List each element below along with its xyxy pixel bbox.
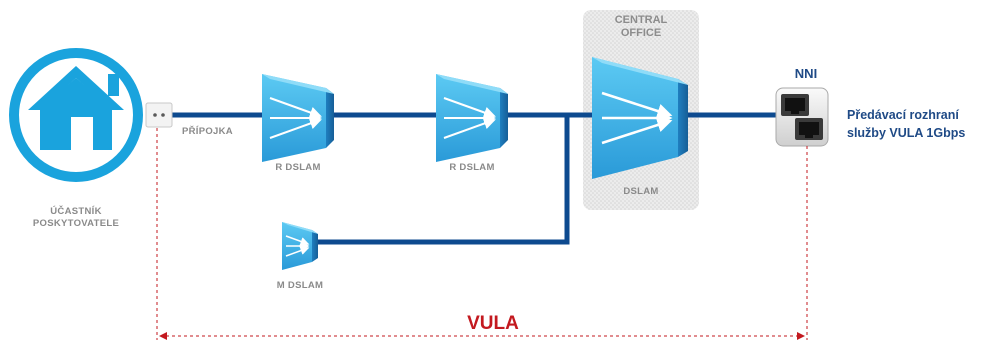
nni-port-icon (775, 87, 829, 147)
central-dslam-icon (592, 57, 688, 179)
r-dslam-2-label: R DSLAM (449, 162, 495, 173)
central-office-title: CENTRAL OFFICE (583, 14, 699, 40)
subscriber-line2: POSKYTOVATELE (32, 218, 120, 229)
central-office-line2: OFFICE (620, 27, 662, 39)
r-dslam-2-icon (436, 74, 508, 162)
central-office-line1: CENTRAL (614, 14, 668, 26)
nni-label: NNI (794, 66, 818, 81)
r-dslam-1-label: R DSLAM (275, 162, 321, 173)
r-dslam-1-icon (262, 74, 334, 162)
central-dslam-label: DSLAM (623, 186, 659, 197)
wall-socket-icon (145, 102, 173, 128)
handover-line2: služby VULA 1Gbps (847, 126, 966, 140)
connection-label: PŘÍPOJKA (182, 126, 233, 137)
house-icon (9, 48, 143, 182)
m-dslam-line (316, 115, 570, 245)
handover-line1: Předávací rozhraní (847, 108, 959, 122)
subscriber-line1: ÚČASTNÍK (50, 206, 102, 217)
handover-label: Předávací rozhraní služby VULA 1Gbps (847, 106, 992, 142)
subscriber-label: ÚČASTNÍK POSKYTOVATELE (16, 206, 136, 230)
m-dslam-icon (282, 222, 318, 270)
m-dslam-label: M DSLAM (276, 280, 324, 291)
vula-scope (156, 128, 808, 340)
vula-label: VULA (467, 313, 519, 334)
